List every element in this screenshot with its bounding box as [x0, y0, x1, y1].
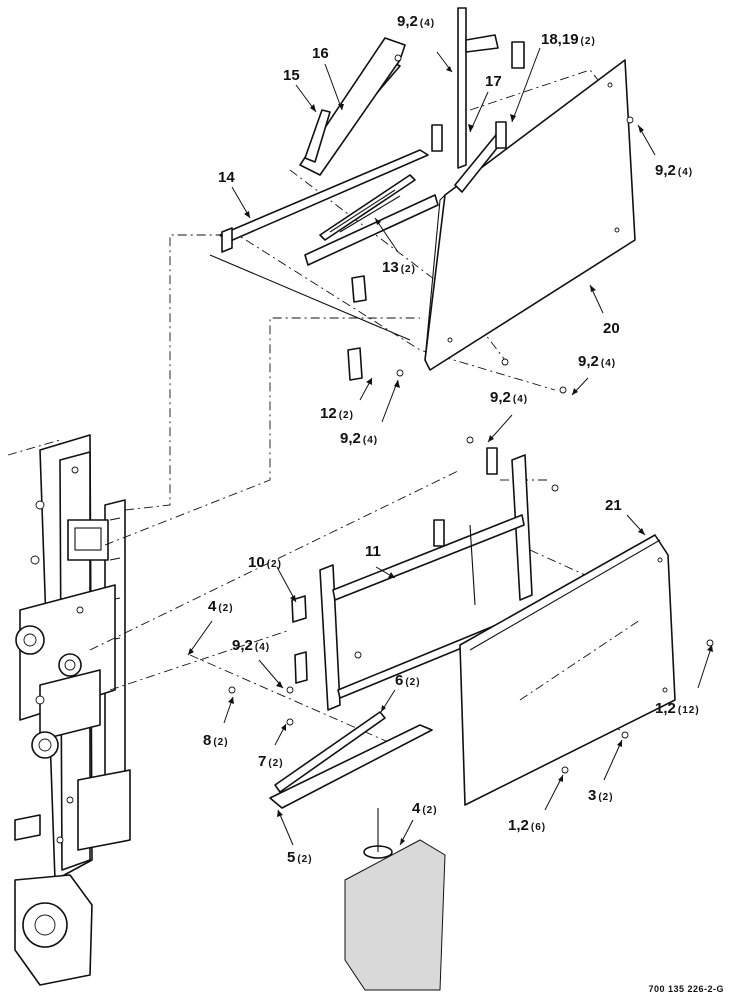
- callout-8: 8(2): [203, 732, 229, 749]
- upper-shield-assembly: [209, 7, 636, 394]
- callout-4-bottom: 4(2): [412, 800, 438, 817]
- drawing-reference-code: 700 135 226-2-G: [648, 984, 724, 994]
- callout-17: 17: [485, 73, 502, 90]
- callout-9-2-top: 9,2(4): [397, 13, 435, 30]
- callout-7: 7(2): [258, 753, 284, 770]
- bracket-15: [304, 109, 331, 163]
- callout-20: 20: [603, 320, 620, 337]
- callout-9-2-mid-right: 9,2(4): [578, 353, 616, 370]
- machine-frame: [7, 434, 131, 986]
- callout-9-2-upper-frame: 9,2(4): [490, 389, 528, 406]
- panel-21: [459, 534, 676, 806]
- callout-9-2-right: 9,2(4): [655, 162, 693, 179]
- callout-5: 5(2): [287, 849, 313, 866]
- callout-9-2-mid: 9,2(4): [340, 430, 378, 447]
- callout-12: 12(2): [320, 405, 354, 422]
- guard-4: [344, 839, 446, 991]
- callout-3: 3(2): [588, 787, 614, 804]
- callout-13: 13(2): [382, 259, 416, 276]
- callout-21: 21: [605, 497, 622, 514]
- callout-11: 11: [365, 543, 381, 560]
- leader-lines: [187, 47, 713, 846]
- callout-14: 14: [218, 169, 235, 186]
- upright-17: [457, 7, 467, 169]
- callout-4-left: 4(2): [208, 598, 234, 615]
- lower-shield-assembly: [228, 436, 714, 991]
- callout-1-2-6: 1,2(6): [508, 817, 546, 834]
- callout-10: 10(2): [248, 554, 282, 571]
- callout-1-2-12: 1,2(12): [655, 700, 700, 717]
- strap-6: [274, 711, 386, 793]
- callout-labels: 9,2(4) 18,19(2) 16 15 17 9,2(4) 14 13(2)…: [203, 13, 700, 866]
- bracket-12: [347, 347, 363, 381]
- callout-15: 15: [283, 67, 300, 84]
- bracket-10: [291, 595, 307, 623]
- angle-5: [269, 724, 433, 809]
- callout-16: 16: [312, 45, 329, 62]
- callout-6: 6(2): [395, 672, 421, 689]
- panel-20: [424, 59, 636, 371]
- callout-9-2-lower: 9,2(4): [232, 637, 270, 654]
- frame-11: [319, 564, 341, 711]
- callout-18-19: 18,19(2): [541, 31, 596, 48]
